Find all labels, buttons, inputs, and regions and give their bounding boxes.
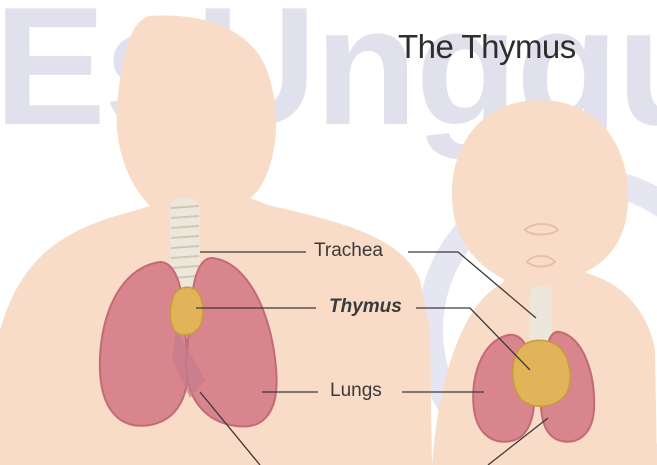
diagram-title: The Thymus [398, 28, 576, 66]
adult-thymus [170, 287, 203, 335]
baby-thymus [513, 340, 570, 406]
label-thymus: Thymus [329, 296, 402, 318]
label-trachea: Trachea [314, 240, 383, 262]
baby-figure [432, 100, 657, 465]
label-lungs: Lungs [330, 380, 382, 402]
